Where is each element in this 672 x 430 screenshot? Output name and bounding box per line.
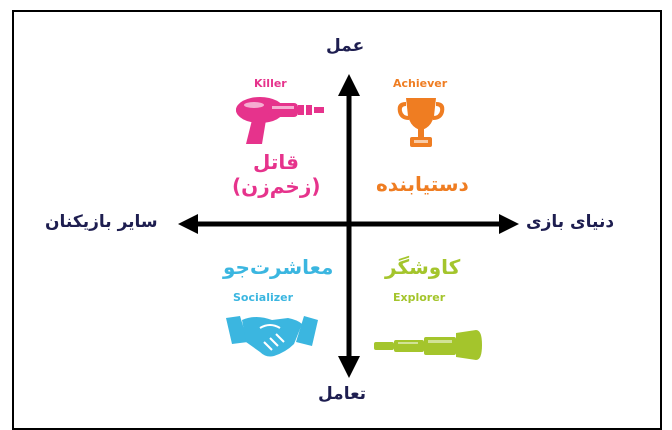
ray-gun-icon bbox=[236, 97, 324, 144]
achiever-label-en: Achiever bbox=[393, 77, 448, 90]
arrow-right bbox=[499, 214, 519, 234]
arrow-down bbox=[338, 356, 360, 378]
axes bbox=[178, 74, 519, 378]
telescope-icon bbox=[374, 330, 482, 360]
axis-label-left: سایر بازیکنان bbox=[45, 212, 158, 232]
diagram-frame bbox=[12, 10, 662, 430]
killer-label-en: Killer bbox=[254, 77, 287, 90]
explorer-label-fa: کاوشگر bbox=[385, 255, 461, 279]
achiever-label-fa: دستیابنده bbox=[376, 172, 469, 196]
axis-label-bottom: تعامل bbox=[318, 384, 367, 404]
arrow-left bbox=[178, 214, 198, 234]
killer-label-fa-1: قاتل bbox=[253, 150, 299, 174]
killer-label-fa-2: (زخم‌زن) bbox=[232, 174, 321, 198]
axis-label-top: عمل bbox=[326, 36, 365, 56]
explorer-label-en: Explorer bbox=[393, 291, 446, 304]
arrow-up bbox=[338, 74, 360, 96]
trophy-icon bbox=[397, 98, 445, 147]
axis-label-right: دنیای بازی bbox=[526, 212, 615, 232]
handshake-icon bbox=[226, 316, 318, 357]
socializer-label-en: Socializer bbox=[233, 291, 294, 304]
socializer-label-fa: معاشرت‌جو bbox=[223, 255, 334, 279]
